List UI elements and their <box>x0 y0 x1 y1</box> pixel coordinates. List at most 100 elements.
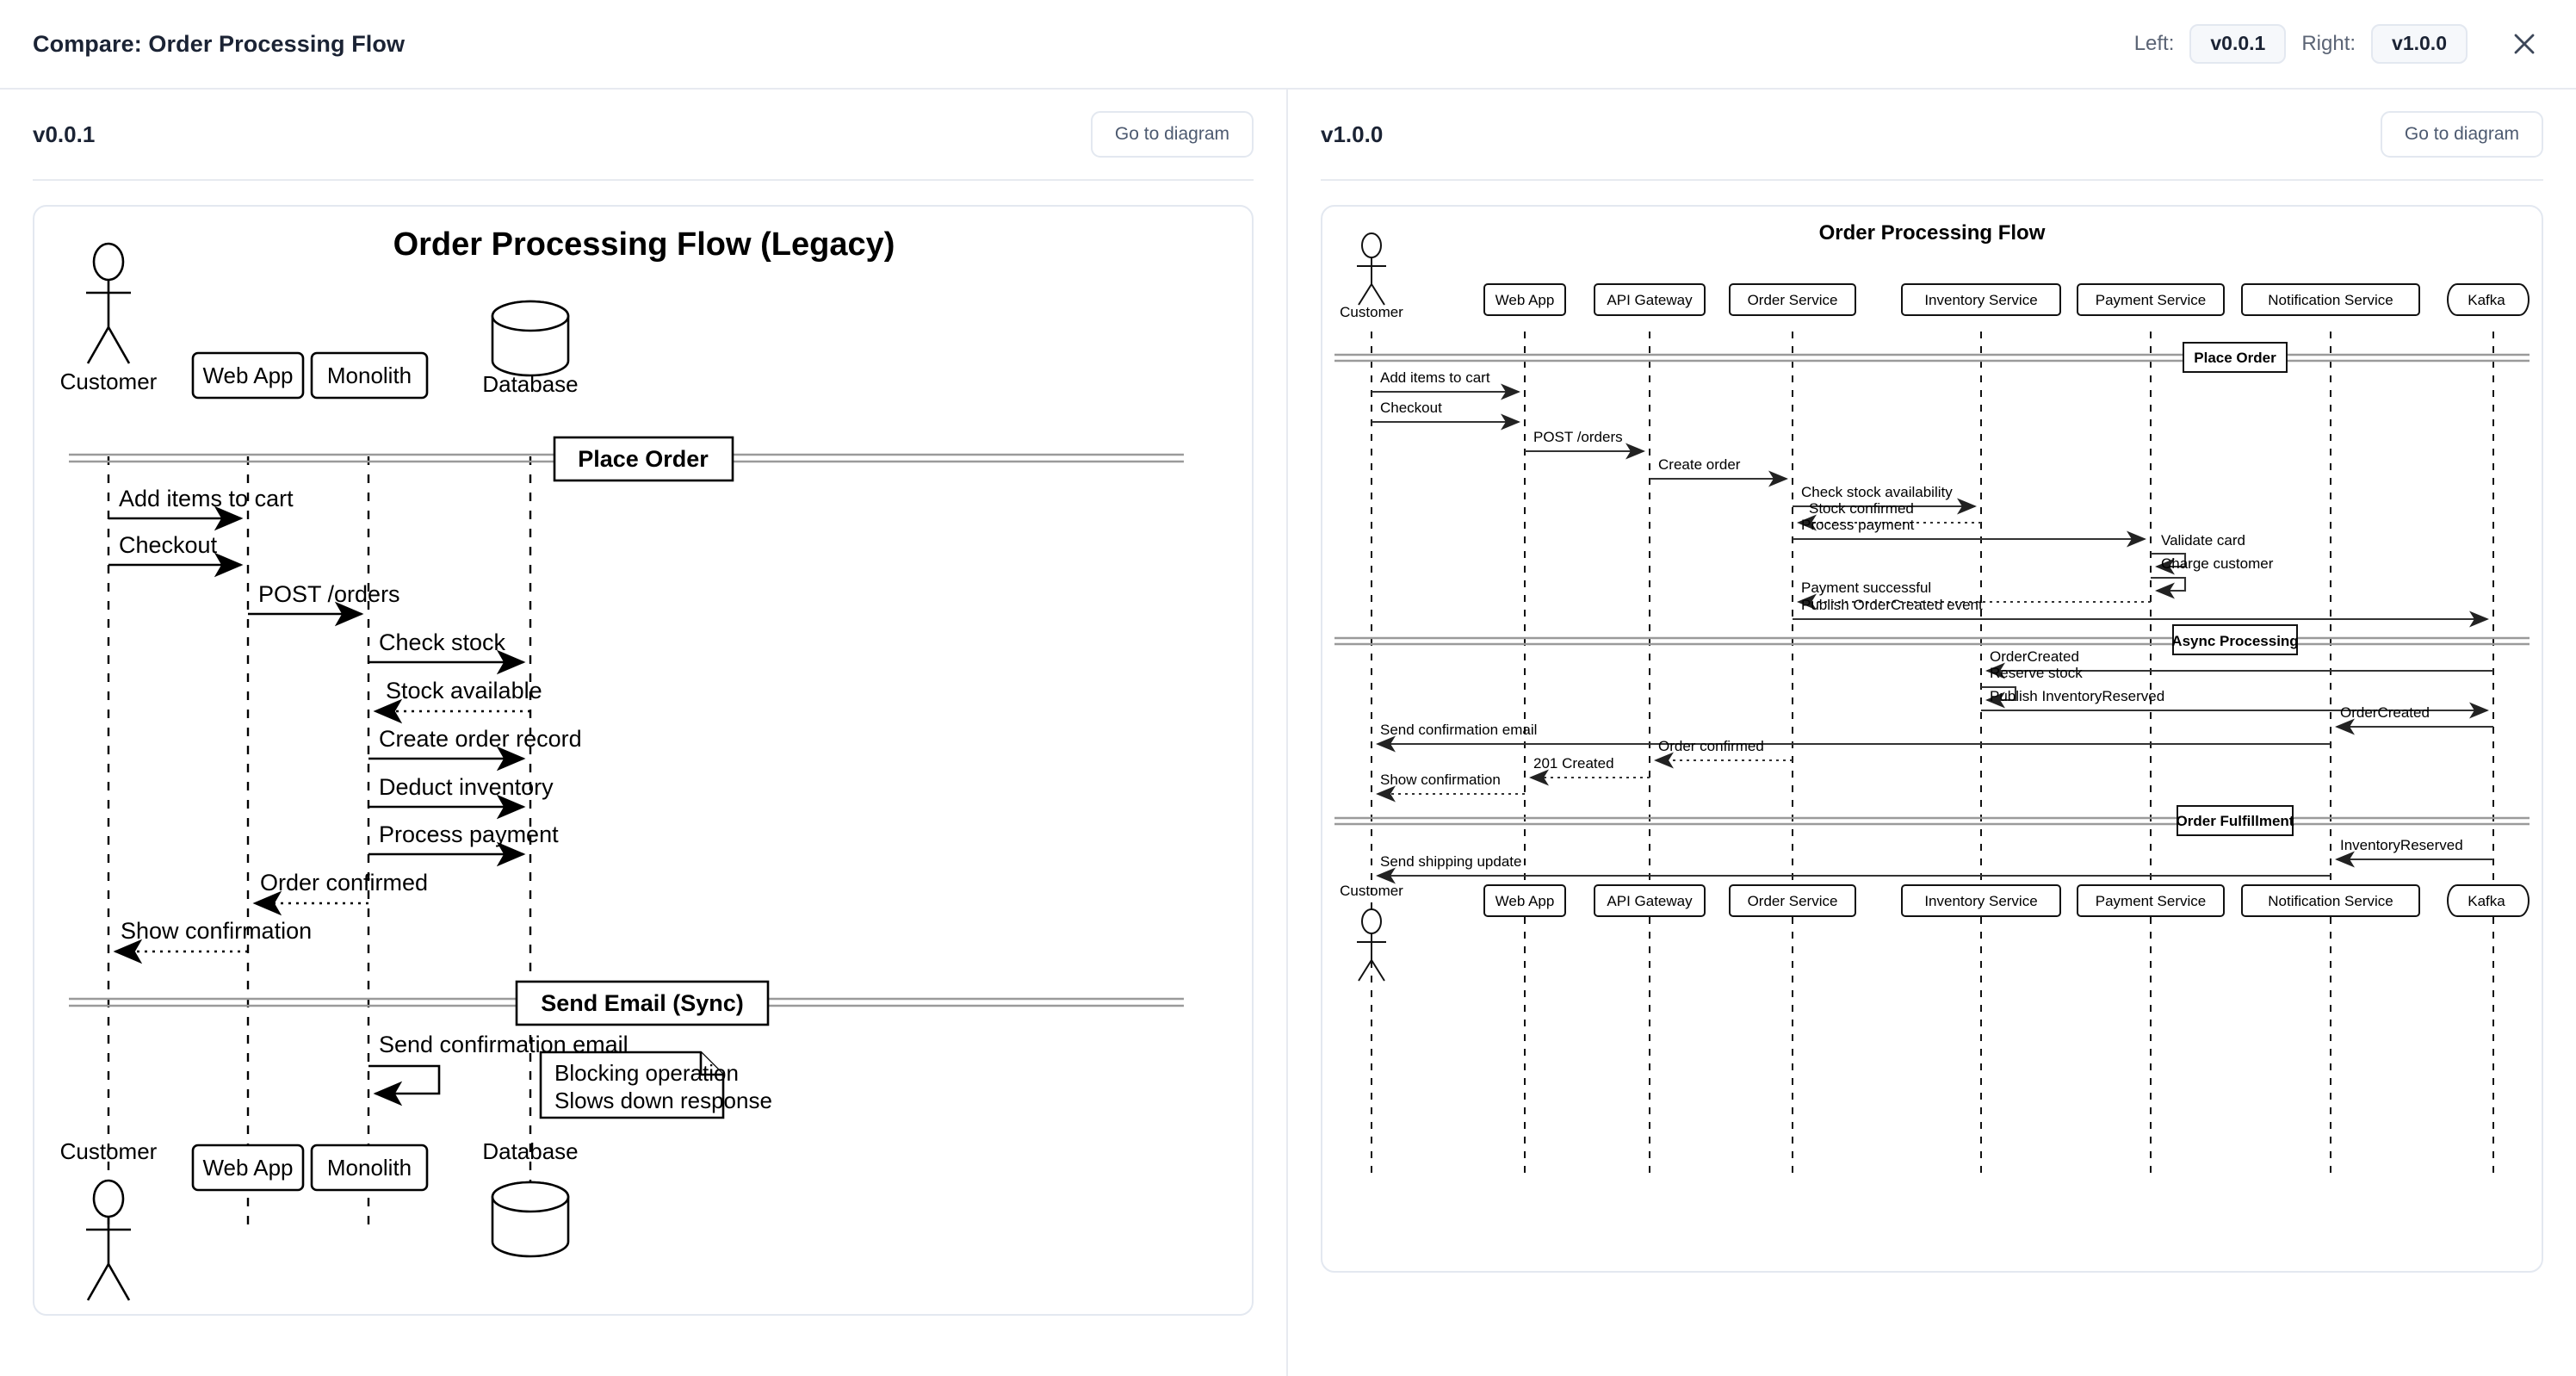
message-label: Deduct inventory <box>379 774 554 800</box>
message-label: OrderCreated <box>2340 704 2430 721</box>
participant-customer-top: Customer <box>1340 232 1403 320</box>
message-checkout: Checkout <box>1372 400 1521 431</box>
message-label: Process payment <box>379 821 559 847</box>
separator-place-order: Place Order <box>69 436 1184 482</box>
message-checkout: Checkout <box>108 532 244 578</box>
participant-label: API Gateway <box>1607 893 1693 909</box>
participant-database-bottom: Database <box>482 1138 579 1258</box>
left-pane: v0.0.1 Go to diagram Order Processing Fl… <box>0 90 1288 1376</box>
note-line: Slows down response <box>554 1088 772 1113</box>
message-publish-inventoryreserved: Publish InventoryReserved <box>1981 688 2490 719</box>
left-version-chip[interactable]: v0.0.1 <box>2189 24 2287 64</box>
participant-label: Notification Service <box>2268 292 2393 308</box>
message-stock-available: Stock available <box>373 678 542 724</box>
right-version-label: Right: <box>2301 31 2356 55</box>
message-inventoryreserved: InventoryReserved <box>2334 837 2493 868</box>
message-label: Show confirmation <box>121 918 312 944</box>
left-go-to-diagram-button[interactable]: Go to diagram <box>1090 111 1254 158</box>
message-payment-successful: Payment successful <box>1796 580 2151 611</box>
participant-inventory-service-top: Inventory Service <box>1901 283 2061 316</box>
left-sequence-diagram: Order Processing Flow (Legacy) Customer <box>60 226 1184 1301</box>
left-diagram-card[interactable]: Order Processing Flow (Legacy) Customer <box>33 205 1254 1316</box>
participant-customer-bottom: Customer <box>1340 883 1403 982</box>
separator-order-fulfillment: Order Fulfillment <box>1334 805 2530 836</box>
message-check-stock: Check stock <box>368 629 526 675</box>
compare-panes: v0.0.1 Go to diagram Order Processing Fl… <box>0 90 2576 1376</box>
message-add-items-to-cart: Add items to cart <box>1372 369 1521 400</box>
message-label: Publish OrderCreated event <box>1801 597 1983 613</box>
separator-label: Place Order <box>578 446 709 472</box>
message-order-confirmed: Order confirmed <box>1653 738 1793 769</box>
participant-web-app-bottom: Web App <box>191 1144 305 1192</box>
message-label: Check stock availability <box>1801 484 1953 500</box>
participant-api-gateway-top: API Gateway <box>1594 283 1706 316</box>
right-diagram-card[interactable]: Order Processing Flow Customer <box>1321 205 2543 1273</box>
message-label: Add items to cart <box>1380 369 1490 386</box>
participant-inventory-service-bottom: Inventory Service <box>1901 884 2061 917</box>
version-controls: Left: v0.0.1 Right: v1.0.0 <box>2134 24 2543 64</box>
participant-label: Database <box>482 1138 578 1164</box>
participant-label: Customer <box>1340 883 1403 899</box>
separator-place-order: Place Order <box>1334 342 2530 373</box>
participant-web-app-bottom: Web App <box>1483 884 1566 917</box>
right-version-chip[interactable]: v1.0.0 <box>2371 24 2468 64</box>
participant-label: Customer <box>60 369 158 394</box>
message-label: Add items to cart <box>119 486 294 511</box>
participant-label: Monolith <box>327 1155 412 1181</box>
participant-label: Inventory Service <box>1924 292 2037 308</box>
message-show-confirmation: Show confirmation <box>113 918 312 964</box>
right-pane: v1.0.0 Go to diagram Order Processing Fl… <box>1288 90 2576 1376</box>
message-label: Order confirmed <box>260 870 428 896</box>
participant-label: Order Service <box>1748 893 1838 909</box>
message-label: Check stock <box>379 629 506 655</box>
note-line: Blocking operation <box>554 1060 739 1086</box>
message-post-orders: POST /orders <box>248 581 400 627</box>
right-go-to-diagram-button[interactable]: Go to diagram <box>2380 111 2543 158</box>
participant-label: Web App <box>1495 893 1555 909</box>
message-add-items-to-cart: Add items to cart <box>108 486 294 531</box>
left-divider <box>33 179 1254 181</box>
participant-customer-top: Customer <box>60 242 158 394</box>
left-pane-version: v0.0.1 <box>33 121 96 147</box>
participant-notification-service-bottom: Notification Service <box>2241 884 2420 917</box>
message-label: Send confirmation email <box>1380 722 1537 738</box>
message-label: 201 Created <box>1533 755 1614 772</box>
message-publish-ordercreated-event: Publish OrderCreated event <box>1793 597 2490 628</box>
message-create-order: Create order <box>1650 456 1789 487</box>
message-label: Checkout <box>1380 400 1442 416</box>
participant-kafka-bottom: Kafka <box>2447 884 2530 917</box>
right-divider <box>1321 179 2543 181</box>
left-pane-header: v0.0.1 Go to diagram <box>33 90 1254 179</box>
right-pane-version: v1.0.0 <box>1321 121 1384 147</box>
separator-label: Order Fulfillment <box>2177 813 2294 829</box>
participant-payment-service-bottom: Payment Service <box>2077 884 2225 917</box>
message-label: Charge customer <box>2161 555 2274 572</box>
participant-kafka-top: Kafka <box>2447 283 2530 316</box>
participant-label: Payment Service <box>2096 893 2207 909</box>
participant-label: Payment Service <box>2096 292 2207 308</box>
message-label: Payment successful <box>1801 580 1931 596</box>
note-blocking-operation: Blocking operation Slows down response <box>539 1051 772 1119</box>
message-label: POST /orders <box>1533 429 1623 445</box>
right-diagram-title: Order Processing Flow <box>1819 221 2046 245</box>
participant-monolith-bottom: Monolith <box>310 1144 429 1192</box>
separator-label: Send Email (Sync) <box>541 990 744 1016</box>
participant-payment-service-top: Payment Service <box>2077 283 2225 316</box>
participant-order-service-top: Order Service <box>1729 283 1856 316</box>
message-label: Stock confirmed <box>1809 500 1914 517</box>
participant-customer-bottom: Customer <box>60 1138 158 1301</box>
message-ordercreated-to-notification: OrderCreated <box>2334 704 2493 735</box>
compare-header: Compare: Order Processing Flow Left: v0.… <box>0 0 2576 90</box>
participant-order-service-bottom: Order Service <box>1729 884 1856 917</box>
participant-label: Kafka <box>2468 893 2505 909</box>
participant-label: Notification Service <box>2268 893 2393 909</box>
message-validate-card: Validate card <box>2151 532 2245 575</box>
participant-label: Web App <box>202 363 293 388</box>
participant-label: Customer <box>60 1138 158 1164</box>
close-icon[interactable] <box>2505 25 2543 63</box>
message-reserve-stock: Reserve stock <box>1981 665 2083 709</box>
participant-label: Order Service <box>1748 292 1838 308</box>
message-label: Publish InventoryReserved <box>1990 688 2164 704</box>
message-check-stock-availability: Check stock availability <box>1793 484 1978 515</box>
participant-label: API Gateway <box>1607 292 1693 308</box>
